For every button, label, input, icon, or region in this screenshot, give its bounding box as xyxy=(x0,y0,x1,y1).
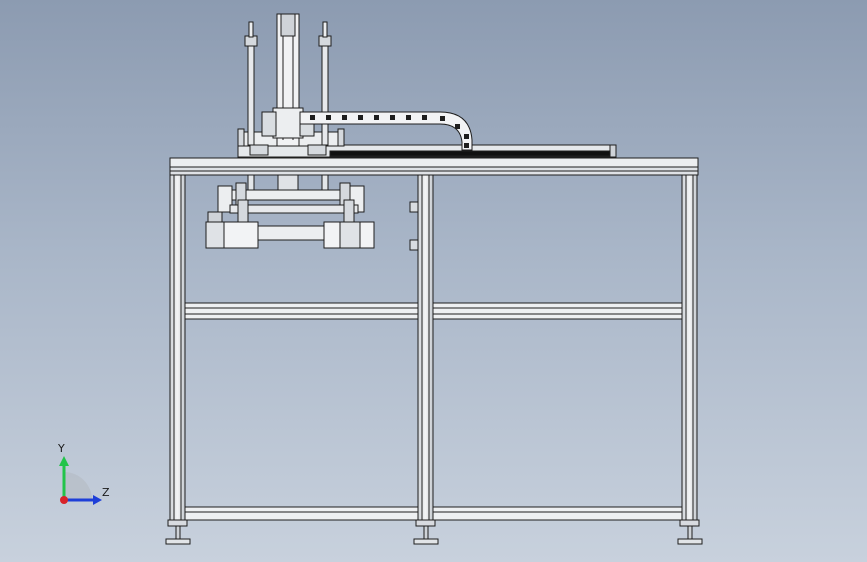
bottom-beam-right xyxy=(432,506,683,521)
middle-beam-left xyxy=(184,302,419,320)
middle-beam-right xyxy=(432,302,683,320)
drag-chain xyxy=(299,111,473,151)
frame xyxy=(167,157,700,527)
linear-rail xyxy=(237,144,617,158)
gripper-assembly xyxy=(205,174,375,249)
middle-post xyxy=(417,174,434,521)
sensors xyxy=(409,201,419,251)
left-post xyxy=(169,174,186,521)
triad-y-label: Y xyxy=(58,442,65,455)
top-plate xyxy=(169,157,699,168)
triad-z-label: Z xyxy=(102,486,110,499)
guide-rod-left xyxy=(247,44,255,146)
right-post xyxy=(681,174,698,521)
leveling-feet xyxy=(165,525,703,545)
coordinate-triad xyxy=(59,456,102,505)
vertical-axis-module xyxy=(237,13,345,156)
rail-black-bar xyxy=(329,150,613,157)
guide-rod-right xyxy=(321,44,329,146)
bottom-beam-left xyxy=(184,506,419,521)
